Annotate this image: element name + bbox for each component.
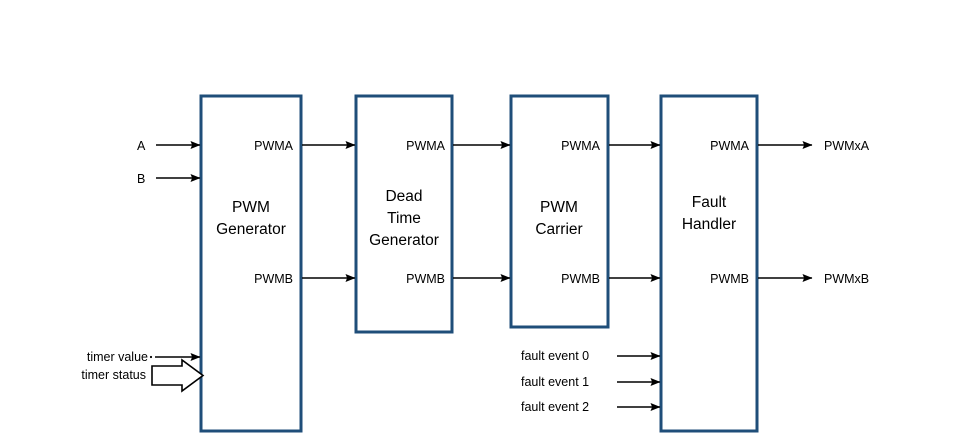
port-label-pwm-generator-pwmb: PWMB — [254, 272, 293, 286]
input-label-fault-event-1: fault event 1 — [521, 375, 589, 389]
port-label-fault-handler-pwma: PWMA — [710, 139, 750, 153]
block-pwm-generator-label-line2: Generator — [216, 221, 286, 238]
stray-dot-artifact — [149, 355, 153, 359]
port-label-dead-time-generator-pwmb: PWMB — [406, 272, 445, 286]
block-dead-time-generator-label-line3: Generator — [369, 232, 439, 249]
output-label-pwmxa: PWMxA — [824, 139, 870, 153]
input-label-fault-event-0: fault event 0 — [521, 349, 589, 363]
port-label-pwm-carrier-pwma: PWMA — [561, 139, 601, 153]
input-label-fault-event-2: fault event 2 — [521, 400, 589, 414]
input-label-a: A — [137, 139, 146, 153]
block-pwm-carrier-label-line1: PWM — [540, 199, 578, 216]
block-pwm-carrier[interactable] — [509, 94, 610, 329]
block-dead-time-generator[interactable] — [354, 94, 454, 334]
block-dead-time-generator-label-line1: Dead — [385, 188, 422, 205]
port-label-pwm-carrier-pwmb: PWMB — [561, 272, 600, 286]
input-label-b: B — [137, 172, 145, 186]
block-pwm-carrier-label-line2: Carrier — [535, 221, 582, 238]
block-dead-time-generator-label-line2: Time — [387, 210, 421, 227]
port-label-fault-handler-pwmb: PWMB — [710, 272, 749, 286]
input-label-timer-value: timer value — [87, 350, 148, 364]
block-fault-handler-label-line2: Handler — [682, 216, 736, 233]
port-label-dead-time-generator-pwma: PWMA — [406, 139, 446, 153]
port-label-pwm-generator-pwma: PWMA — [254, 139, 294, 153]
block-fault-handler[interactable] — [659, 94, 759, 433]
block-fault-handler-label-line1: Fault — [692, 194, 727, 211]
output-label-pwmxb: PWMxB — [824, 272, 869, 286]
bus-arrow-timer-status — [151, 358, 205, 393]
block-pwm-generator-label-line1: PWM — [232, 199, 270, 216]
input-label-timer-status: timer status — [81, 368, 146, 382]
block-pwm-generator[interactable] — [199, 94, 303, 433]
